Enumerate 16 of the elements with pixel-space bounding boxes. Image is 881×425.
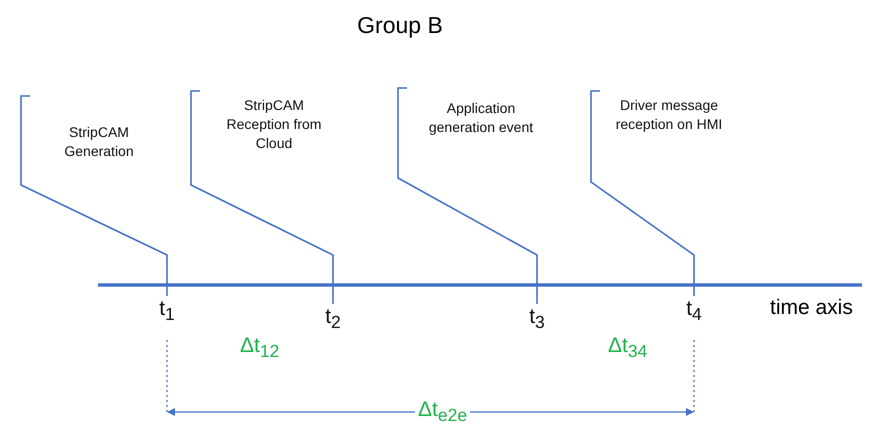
- tick-label: t$_{3}$: [522, 304, 552, 330]
- tick-label: t$_{1}$: [152, 296, 182, 322]
- leader-line: [190, 90, 334, 304]
- leader-line: [590, 90, 695, 296]
- callout-text: StripCAM Generation: [20, 95, 160, 161]
- interval-label: Δt$_{12}$: [240, 334, 280, 362]
- interval-label: Δt$_{34}$: [608, 334, 648, 362]
- tick-label: t$_{2}$: [318, 304, 348, 330]
- leader-line: [397, 87, 538, 304]
- axis-label: time axis: [770, 296, 853, 320]
- title: Group B: [356, 12, 444, 39]
- leader-line: [20, 95, 168, 296]
- callout-text: Driver message reception on HMI: [590, 90, 730, 134]
- callout-text: StripCAM Reception from Cloud: [190, 90, 340, 153]
- tick-label: t$_{4}$: [679, 296, 709, 322]
- callout-text: Application generation event: [397, 87, 547, 137]
